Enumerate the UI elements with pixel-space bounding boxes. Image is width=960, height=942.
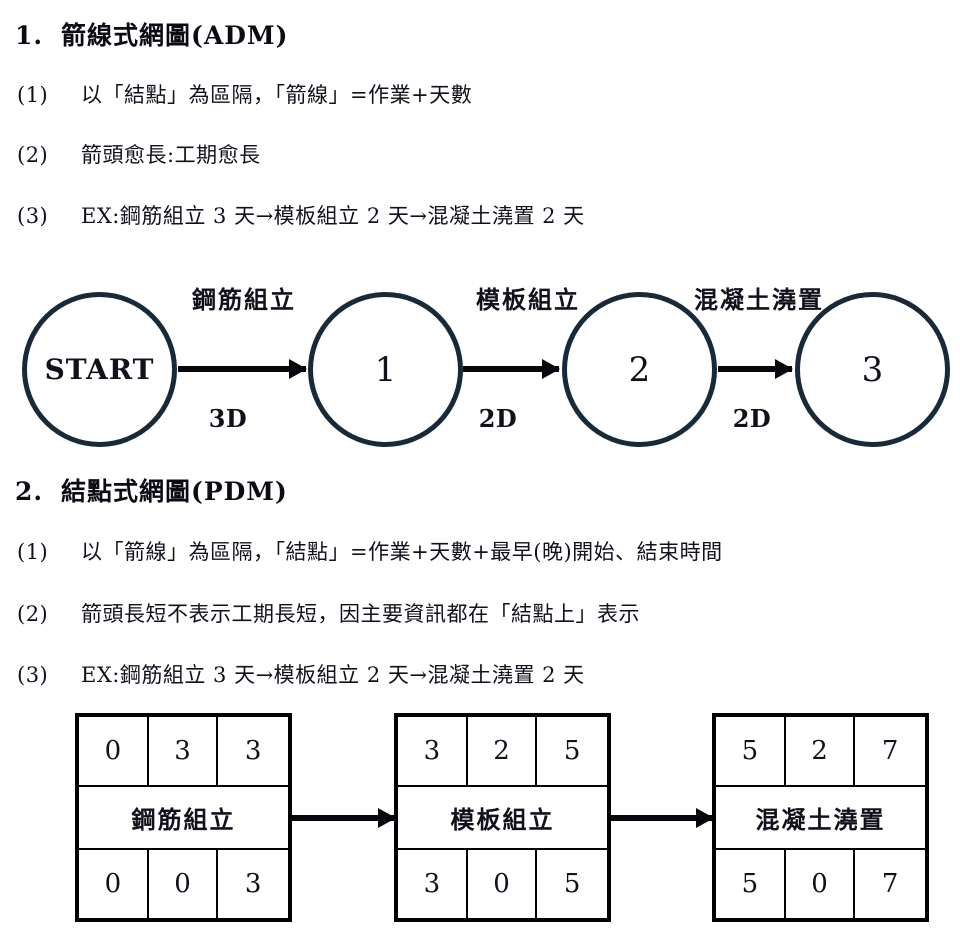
section-2-item-2: (2) 箭頭長短不表示工期長短，因主要資訊都在「結點上」表示 (17, 598, 640, 628)
section-2-item-3: (3) EX:鋼筋組立 3 天→模板組立 2 天→混凝土澆置 2 天 (17, 659, 585, 689)
pdm-node-top-row: 0 3 3 (79, 717, 288, 785)
pdm-network-diagram: 0 3 3 鋼筋組立 0 0 3 3 2 5 模板組立 (0, 700, 960, 942)
pdm-cell-late-finish: 7 (881, 869, 899, 899)
adm-arrow-1 (178, 359, 307, 379)
pdm-cell-float: 0 (468, 850, 538, 918)
pdm-activity-name: 鋼筋組立 (131, 805, 236, 834)
adm-arrow-2 (463, 359, 560, 379)
section-1-item-3: (3) EX:鋼筋組立 3 天→模板組立 2 天→混凝土澆置 2 天 (17, 200, 585, 230)
item-marker: (1) (17, 540, 49, 564)
section-2-item-1: (1) 以「箭線」為區隔，「結點」=作業+天數+最早(晚)開始、結束時間 (17, 536, 723, 566)
pdm-cell-float: 0 (786, 850, 856, 918)
pdm-node-1: 0 3 3 鋼筋組立 0 0 3 (75, 713, 292, 922)
adm-node-label: 2 (628, 349, 651, 390)
item-text: 以「結點」為區隔，「箭線」=作業+天數 (81, 83, 473, 107)
pdm-node-3: 5 2 7 混凝土澆置 5 0 7 (712, 713, 929, 922)
pdm-cell-late-start: 3 (398, 850, 468, 918)
pdm-cell-float: 0 (149, 850, 219, 918)
adm-node-label: START (44, 353, 155, 386)
pdm-node-name-row: 混凝土澆置 (716, 785, 925, 850)
pdm-node-bottom-row: 3 0 5 (398, 850, 607, 918)
pdm-cell-early-start: 5 (716, 717, 786, 785)
pdm-cell-duration: 2 (786, 717, 856, 785)
pdm-cell-early-finish: 5 (563, 736, 581, 766)
adm-edge-duration-1: 3D (208, 404, 248, 433)
pdm-node-name-row: 鋼筋組立 (79, 785, 288, 850)
adm-edge-label-1: 鋼筋組立 (192, 285, 296, 314)
pdm-node-name-row: 模板組立 (398, 785, 607, 850)
adm-edge-label-3: 混凝土澆置 (694, 285, 824, 314)
adm-edge-duration-3: 2D (732, 404, 772, 433)
pdm-node-bottom-row: 5 0 7 (716, 850, 925, 918)
section-1-heading: 1. 箭線式網圖(ADM) (15, 16, 288, 52)
item-text: 以「箭線」為區隔，「結點」=作業+天數+最早(晚)開始、結束時間 (81, 540, 723, 564)
adm-node-start: START (22, 292, 177, 447)
section-2-title: 結點式網圖(PDM) (61, 477, 288, 506)
pdm-cell-late-start: 0 (79, 850, 149, 918)
pdm-cell-duration: 3 (149, 717, 219, 785)
section-1-number: 1. (15, 21, 44, 50)
pdm-arrow-2 (611, 808, 714, 828)
adm-node-label: 1 (374, 349, 397, 390)
adm-node-label: 3 (861, 349, 884, 390)
pdm-cell-early-finish: 3 (244, 736, 262, 766)
pdm-activity-name: 混凝土澆置 (755, 805, 886, 834)
adm-network-diagram: START 1 2 3 鋼筋組立 模板組立 混凝土澆置 3D 2D 2D (0, 262, 960, 462)
pdm-arrow-1 (292, 808, 396, 828)
pdm-node-2: 3 2 5 模板組立 3 0 5 (394, 713, 611, 922)
pdm-cell-early-finish: 7 (881, 736, 899, 766)
section-2-heading: 2. 結點式網圖(PDM) (15, 472, 288, 508)
adm-node-3: 3 (795, 292, 950, 447)
item-text: EX:鋼筋組立 3 天→模板組立 2 天→混凝土澆置 2 天 (81, 663, 585, 687)
section-1-item-1: (1) 以「結點」為區隔，「箭線」=作業+天數 (17, 79, 472, 109)
item-marker: (1) (17, 83, 49, 107)
adm-edge-label-2: 模板組立 (476, 285, 580, 314)
item-marker: (2) (17, 143, 49, 167)
pdm-activity-name: 模板組立 (450, 805, 555, 834)
pdm-cell-early-start: 0 (79, 717, 149, 785)
item-marker: (2) (17, 602, 49, 626)
section-1-title: 箭線式網圖(ADM) (61, 21, 289, 50)
section-1-item-2: (2) 箭頭愈長:工期愈長 (17, 139, 261, 169)
pdm-node-top-row: 5 2 7 (716, 717, 925, 785)
section-2-number: 2. (15, 477, 44, 506)
item-text: EX:鋼筋組立 3 天→模板組立 2 天→混凝土澆置 2 天 (81, 204, 585, 228)
item-marker: (3) (17, 663, 49, 687)
adm-arrow-3 (718, 359, 793, 379)
item-marker: (3) (17, 204, 49, 228)
item-text: 箭頭愈長:工期愈長 (81, 143, 261, 167)
pdm-cell-late-start: 5 (716, 850, 786, 918)
item-text: 箭頭長短不表示工期長短，因主要資訊都在「結點上」表示 (81, 602, 640, 626)
pdm-node-bottom-row: 0 0 3 (79, 850, 288, 918)
pdm-cell-late-finish: 5 (563, 869, 581, 899)
adm-edge-duration-2: 2D (478, 404, 518, 433)
pdm-node-top-row: 3 2 5 (398, 717, 607, 785)
adm-node-1: 1 (308, 292, 463, 447)
pdm-cell-late-finish: 3 (244, 869, 262, 899)
adm-node-2: 2 (562, 292, 717, 447)
pdm-cell-early-start: 3 (398, 717, 468, 785)
pdm-cell-duration: 2 (468, 717, 538, 785)
